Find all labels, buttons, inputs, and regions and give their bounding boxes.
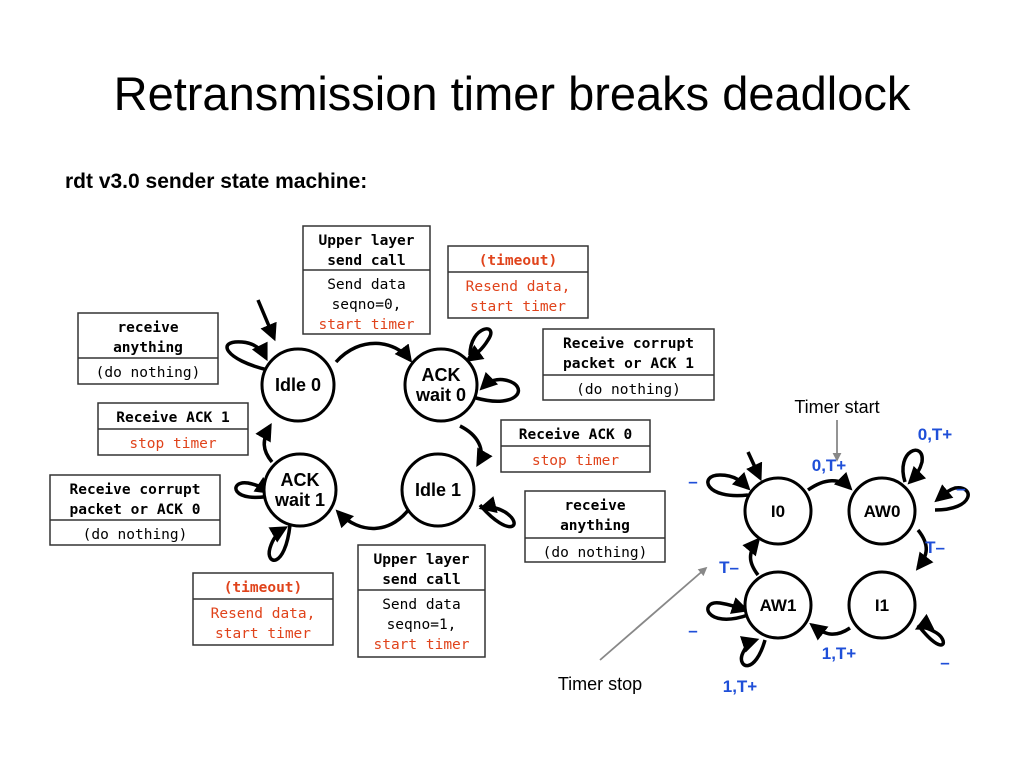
mini-i1-selfloop [914, 613, 946, 647]
box-corrupt-ack1-event: packet or ACK 1 [563, 356, 694, 372]
mini-label-aw1-self: – [688, 621, 697, 640]
box-send-seq0-event: Upper layer [318, 233, 414, 249]
state-idle0-label: Idle 0 [275, 375, 321, 395]
mini-label-i1-self: – [940, 653, 949, 672]
box-timeout-0-event: (timeout) [479, 253, 558, 269]
box-send-seq0-event: send call [327, 253, 406, 269]
box-receive-anything-0-action: (do nothing) [96, 365, 201, 381]
mini-aw1-selfloop-timeout [739, 636, 767, 668]
note-timer-stop: Timer stop [558, 674, 642, 694]
mini-label-aw1-to-i0: T– [719, 558, 739, 577]
diagram-subtitle: rdt v3.0 sender state machine: [65, 170, 368, 193]
box-corrupt-ack0: Receive corrupt packet or ACK 0 (do nothin… [49, 474, 221, 546]
mini-label-aw0-self: – [956, 479, 965, 498]
state-idle0: Idle 0 [260, 347, 336, 423]
box-send-seq1-action: seqno=1, [387, 617, 457, 633]
transition-idle0-to-ackwait0 [334, 341, 413, 364]
box-send-seq1-action: start timer [373, 637, 469, 653]
transition-idle1-to-ackwait1 [335, 504, 414, 531]
box-receive-anything-1: receive anything (do nothing) [524, 490, 666, 563]
state-ackwait0-label: wait 0 [415, 385, 466, 405]
state-ackwait1-label: wait 1 [274, 490, 325, 510]
box-corrupt-ack0-action: (do nothing) [83, 527, 188, 543]
box-corrupt-ack1: Receive corrupt packet or ACK 1 (do nothin… [542, 328, 715, 401]
box-corrupt-ack0-event: packet or ACK 0 [70, 502, 201, 518]
state-idle1: Idle 1 [400, 452, 476, 528]
box-receive-anything-1-event: anything [560, 518, 630, 534]
mini-label-i0-to-aw0: 0,T+ [812, 456, 847, 475]
box-corrupt-ack1-action: (do nothing) [576, 382, 681, 398]
transition-ackwait1-to-idle0 [255, 422, 274, 464]
box-timeout-0-action: Resend data, [466, 279, 571, 295]
mini-i0-to-aw0 [806, 471, 853, 492]
note-timer-start: Timer start [794, 397, 879, 417]
transition-ackwait0-to-idle1 [459, 424, 493, 468]
box-corrupt-ack0-event: Receive corrupt [70, 482, 201, 498]
box-receive-ack0-event: Receive ACK 0 [519, 427, 633, 443]
selfloop-idle0 [225, 340, 269, 372]
state-ackwait1-label: ACK [281, 470, 320, 490]
mini-initial-arrow [746, 451, 763, 482]
mini-state-aw0: AW0 [847, 476, 917, 546]
mini-label-i1-to-aw1: 1,T+ [822, 644, 857, 663]
mini-aw0-to-i1 [915, 528, 934, 571]
selfloop-ackwait0-corrupt [475, 371, 521, 403]
mini-aw0-selfloop [934, 484, 970, 512]
mini-aw1-to-i0 [742, 537, 761, 577]
box-timeout-0: (timeout) Resend data, start timer [447, 245, 589, 319]
box-receive-anything-0-event: anything [113, 340, 183, 356]
mini-label-i0-self: – [688, 472, 697, 491]
mini-i1-to-aw1 [809, 622, 851, 641]
mini-label-aw0-to-i1: T– [925, 538, 945, 557]
mini-state-i1: I1 [847, 570, 917, 640]
box-timeout-1-action: start timer [215, 626, 311, 642]
box-send-seq1-event: Upper layer [373, 552, 469, 568]
mini-state-i0: I0 [743, 476, 813, 546]
mini-state-aw0-label: AW0 [864, 502, 901, 521]
mini-state-i0-label: I0 [771, 502, 785, 521]
box-send-seq0-action: start timer [318, 317, 414, 333]
box-send-seq0-action: seqno=0, [332, 297, 402, 313]
slide-title: Retransmission timer breaks deadlock [113, 67, 911, 120]
mini-state-aw1-label: AW1 [760, 596, 797, 615]
box-timeout-1-event: (timeout) [224, 580, 303, 596]
box-timeout-1-action: Resend data, [211, 606, 316, 622]
box-corrupt-ack1-event: Receive corrupt [563, 336, 694, 352]
box-receive-anything-1-event: receive [564, 498, 625, 514]
box-receive-ack1-event: Receive ACK 1 [116, 410, 230, 426]
mini-aw0-selfloop-timeout [901, 448, 927, 485]
selfloop-idle1 [478, 496, 516, 529]
box-receive-ack0-action: stop timer [532, 453, 620, 469]
note-timer-stop-arrow [599, 566, 708, 661]
mini-state-i1-label: I1 [875, 596, 889, 615]
mini-i0-selfloop [706, 471, 751, 498]
box-timeout-1: (timeout) Resend data, start timer [192, 572, 334, 646]
initial-arrow [256, 299, 277, 342]
box-receive-anything-1-action: (do nothing) [543, 545, 648, 561]
box-send-seq1-action: Send data [382, 597, 461, 613]
mini-aw1-selfloop [706, 597, 750, 621]
state-idle1-label: Idle 1 [415, 480, 461, 500]
box-receive-ack1-action: stop timer [129, 436, 217, 452]
selfloop-ackwait1-timeout [267, 524, 292, 562]
box-timeout-0-action: start timer [470, 299, 566, 315]
mini-label-aw1-timeout: 1,T+ [723, 677, 758, 696]
box-receive-ack1: Receive ACK 1 stop timer [97, 402, 249, 456]
mini-label-aw0-timeout: 0,T+ [918, 425, 953, 444]
box-send-seq0-action: Send data [327, 277, 406, 293]
box-receive-anything-0: receive anything (do nothing) [77, 312, 219, 385]
box-receive-anything-0-event: receive [117, 320, 178, 336]
box-send-seq1-event: send call [382, 572, 461, 588]
mini-state-aw1: AW1 [743, 570, 813, 640]
box-receive-ack0: Receive ACK 0 stop timer [500, 419, 651, 473]
state-ackwait0-label: ACK [422, 365, 461, 385]
selfloop-ackwait0-timeout [465, 327, 493, 363]
